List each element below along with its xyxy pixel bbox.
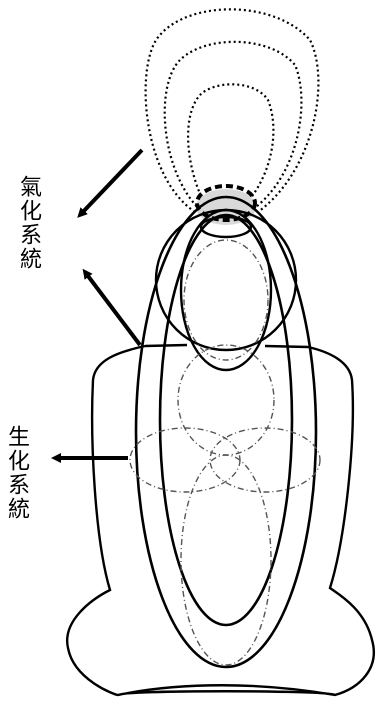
aura-dotted-loops [146, 9, 319, 212]
body-loop-narrow [160, 215, 292, 625]
arrows [55, 150, 142, 458]
center-chest [184, 240, 268, 360]
body-loops [136, 197, 316, 667]
body-loop-wide [136, 197, 316, 667]
body-base-curve [118, 691, 335, 695]
center-lower [181, 455, 271, 665]
label-qi-system: 氣化系統 [12, 175, 42, 271]
label-bio-system: 生化系統 [0, 425, 30, 521]
body-outline [67, 345, 374, 695]
head-oval [181, 210, 271, 370]
aura-loop-outer [146, 9, 319, 212]
arrow-qi-out [80, 150, 142, 215]
center-right [210, 428, 320, 492]
center-left [130, 428, 240, 492]
arrow-qi-in [85, 272, 140, 345]
